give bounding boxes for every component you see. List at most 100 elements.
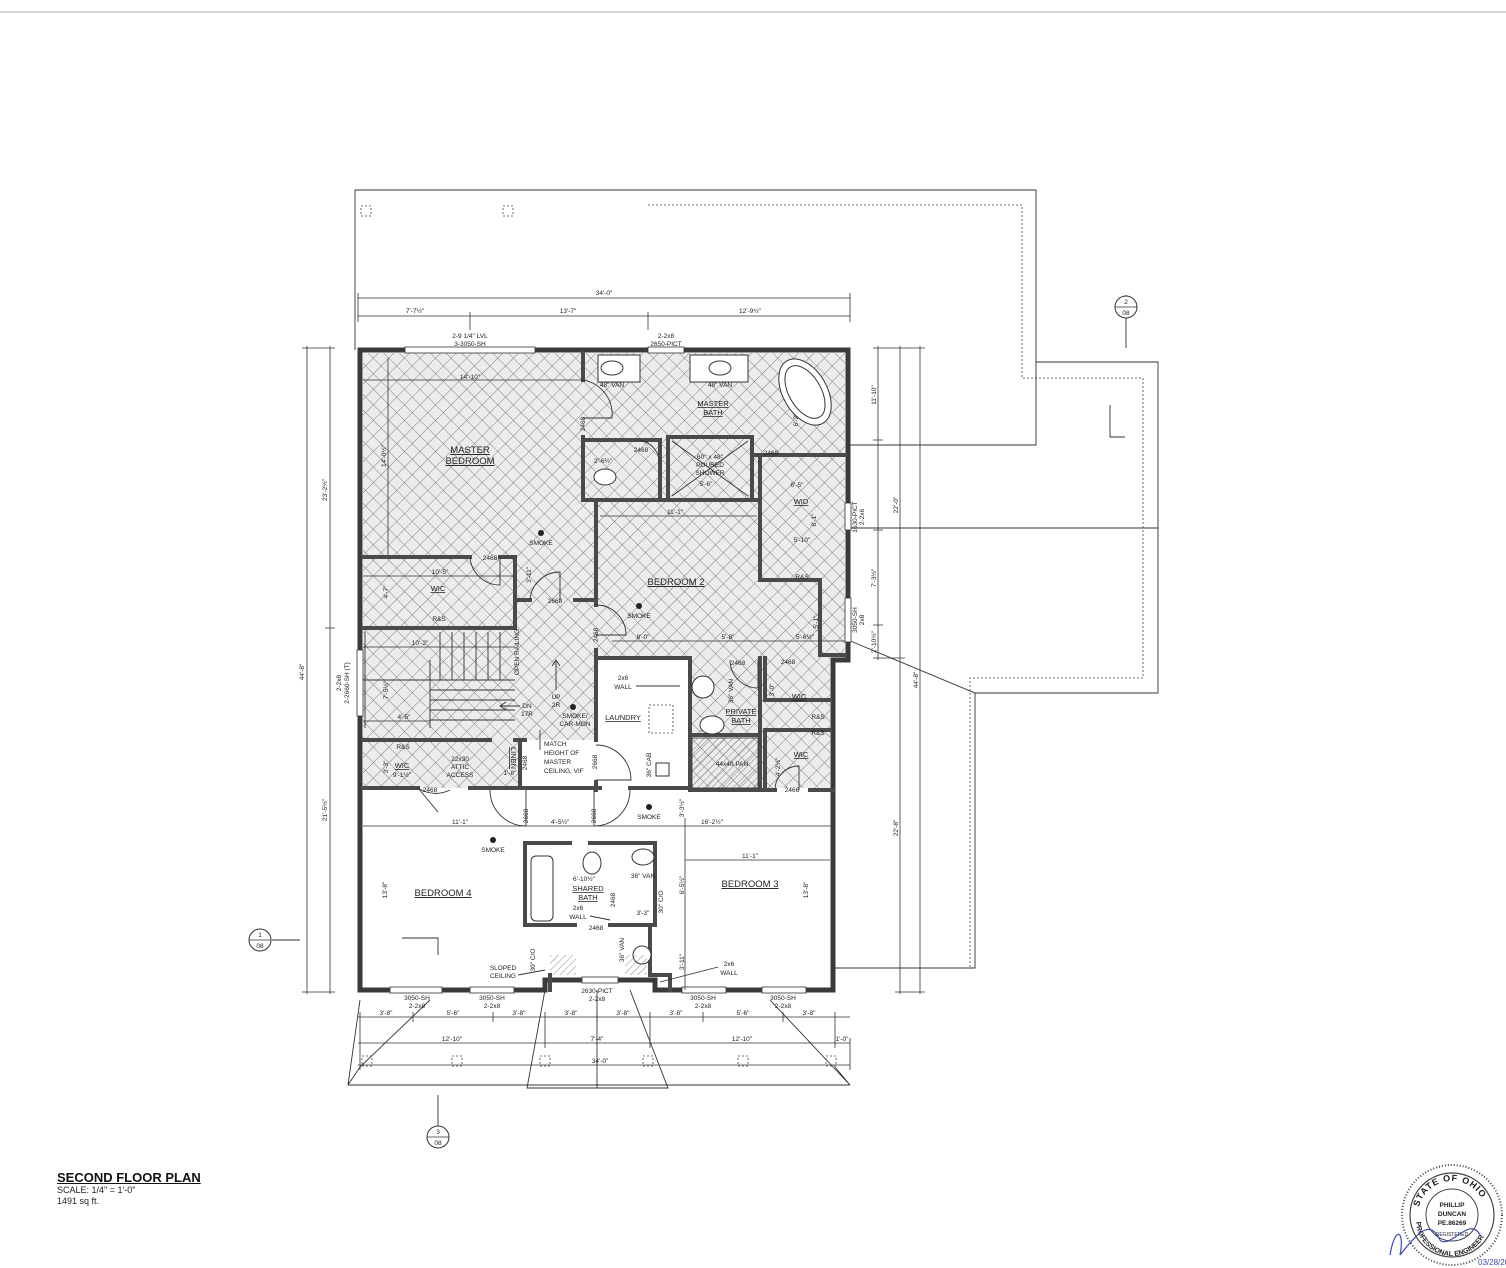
window-note: 3050-SH — [852, 607, 859, 633]
utility-sink-icon — [655, 762, 670, 777]
window-note: 3050-SH — [770, 995, 796, 1002]
smoke-note: CAR-MON — [559, 721, 590, 728]
door-tag: 2468 — [423, 787, 438, 794]
stairs-icon — [363, 632, 515, 728]
smoke-detector-icon — [538, 530, 544, 536]
dim-label: 7'-7½" — [406, 307, 425, 315]
dim-label: 34'-0" — [592, 1058, 609, 1065]
stair-down-note: 17R — [521, 711, 533, 718]
smoke-detector-icon — [636, 603, 642, 609]
room-master-bedroom: BEDROOM — [445, 456, 494, 467]
room-dimension-labels: 14'-10" 14'-0½" 6'-2" 2'-6½" 5'-6" 6'-5"… — [380, 374, 820, 970]
dim-label: 7'-5½" — [382, 680, 390, 699]
dim-label: 3'-8" — [513, 1010, 527, 1017]
dim-label: 8'-1" — [811, 513, 818, 527]
railing-note: OPEN RAILING — [514, 629, 521, 675]
window-note: 3050-SH — [404, 995, 430, 1002]
dim-label: 21'-5½" — [321, 798, 329, 821]
section-number: 3 — [436, 1129, 440, 1136]
dim-label: 3'-8" — [803, 1010, 817, 1017]
room-wic: WIC — [792, 692, 807, 701]
wall-note: WALL — [614, 684, 632, 691]
windows — [356, 346, 852, 994]
room-private-bath: BATH — [731, 716, 750, 725]
window-notes: 2-9 1/4" LVL 3-3050-SH 2-2x8 2650-PICT 2… — [336, 333, 866, 1010]
match-height-note: MATCH — [544, 741, 567, 748]
section-number: 1 — [258, 932, 262, 939]
window-note: 2-2x6 — [859, 508, 866, 525]
wall-note: 2x6 — [724, 961, 735, 968]
door-tag: 2668 — [591, 808, 598, 823]
door-tag: 2668 — [592, 754, 599, 769]
door-tag: 2468 — [634, 447, 649, 454]
stair-arrow-icon — [499, 659, 561, 750]
bathtub-icon — [530, 855, 554, 922]
door-tag: 2668 — [523, 808, 530, 823]
title-block: SECOND FLOOR PLAN SCALE: 1/4" = 1'-0" 14… — [57, 1170, 201, 1207]
dim-label: 11'-1" — [667, 509, 684, 516]
dim-label: 3'-0" — [769, 683, 776, 697]
dim-label: 2'-10½" — [870, 630, 878, 653]
fixture-label: 30" C/O — [530, 949, 537, 972]
smoke-note: SMOKE/ — [562, 713, 587, 720]
wall-note: 2x6 — [573, 905, 584, 912]
fixture-label: ACCESS — [447, 772, 474, 779]
window-note: 2-2660-SH (T) — [344, 662, 351, 704]
dim-label: 34'-0" — [596, 290, 613, 297]
room-wic: WIC — [395, 761, 410, 770]
room-shared-bath: BATH — [578, 893, 597, 902]
dim-label: 5'-6" — [737, 1010, 751, 1017]
window-note: 2-2x8 — [589, 996, 606, 1003]
stair-down-note: DN — [522, 703, 532, 710]
door-swings — [417, 379, 800, 827]
roof-outline — [347, 189, 1159, 1089]
smoke-detector-icon — [646, 804, 652, 810]
drawing-scale: SCALE: 1/4" = 1'-0" — [57, 1185, 136, 1195]
fixture-label: 48" VAN — [708, 382, 733, 389]
dim-label: 3'-3" — [383, 760, 390, 774]
dim-label: 7'-3½" — [870, 568, 878, 587]
room-wic: WIC — [431, 584, 446, 593]
dim-label: 10'-2" — [412, 640, 429, 647]
dim-label: 4'-5½" — [551, 818, 570, 826]
window-note: 2-2x8 — [336, 674, 343, 691]
window-note: 2-2x8 — [409, 1003, 426, 1010]
door-tag: 2468 — [610, 892, 617, 907]
dim-label: 10'-5" — [432, 569, 449, 576]
dim-label: 6'-5½" — [678, 875, 686, 894]
smoke-detector-icon — [490, 837, 496, 843]
stamp-license: PE.86269 — [1438, 1220, 1467, 1227]
smoke-detector-icon — [570, 704, 576, 710]
window-note: 2-9 1/4" LVL — [452, 333, 488, 340]
window-note: 2-2x8 — [775, 1003, 792, 1010]
shower-pan-icon — [691, 737, 759, 789]
window-note: 2x8 — [859, 614, 866, 625]
room-bedroom-4: BEDROOM 4 — [414, 888, 471, 899]
dim-label: 11'-10" — [871, 384, 878, 404]
section-marker-3: 3 08 — [426, 1095, 450, 1149]
sink-icon — [708, 360, 732, 376]
wall-note: WALL — [569, 914, 587, 921]
toilet-icon — [699, 715, 725, 735]
door-tag: 2468 — [731, 660, 746, 667]
room-labels: MASTER BEDROOM MASTER BATH BEDROOM 2 BED… — [395, 399, 809, 902]
room-laundry: LAUNDRY — [605, 713, 641, 722]
sink-icon — [631, 848, 655, 866]
dim-label: 3'-11" — [526, 566, 533, 583]
dim-label: 5'-8" — [722, 634, 736, 641]
dimension-lines — [302, 293, 925, 1070]
sink-icon — [691, 675, 715, 699]
stair-up-note: 2R — [552, 702, 561, 709]
dim-label: 4'-2½" — [774, 757, 782, 776]
dim-label: 3'-8" — [617, 1010, 631, 1017]
fixture-label: 22x30 — [451, 756, 469, 763]
fixture-label: 60" x 48" — [697, 454, 724, 461]
room-shared-bath: SHARED — [572, 884, 604, 893]
hatched-floor-area — [363, 353, 845, 788]
dim-label: 5'-6" — [700, 481, 714, 488]
door-tag: 2468 — [589, 925, 604, 932]
room-wic: WIC — [794, 750, 809, 759]
fixture-label: R&S — [811, 714, 825, 721]
match-height-note: HEIGHT OF — [544, 750, 579, 757]
wall-note: WALL — [720, 970, 738, 977]
